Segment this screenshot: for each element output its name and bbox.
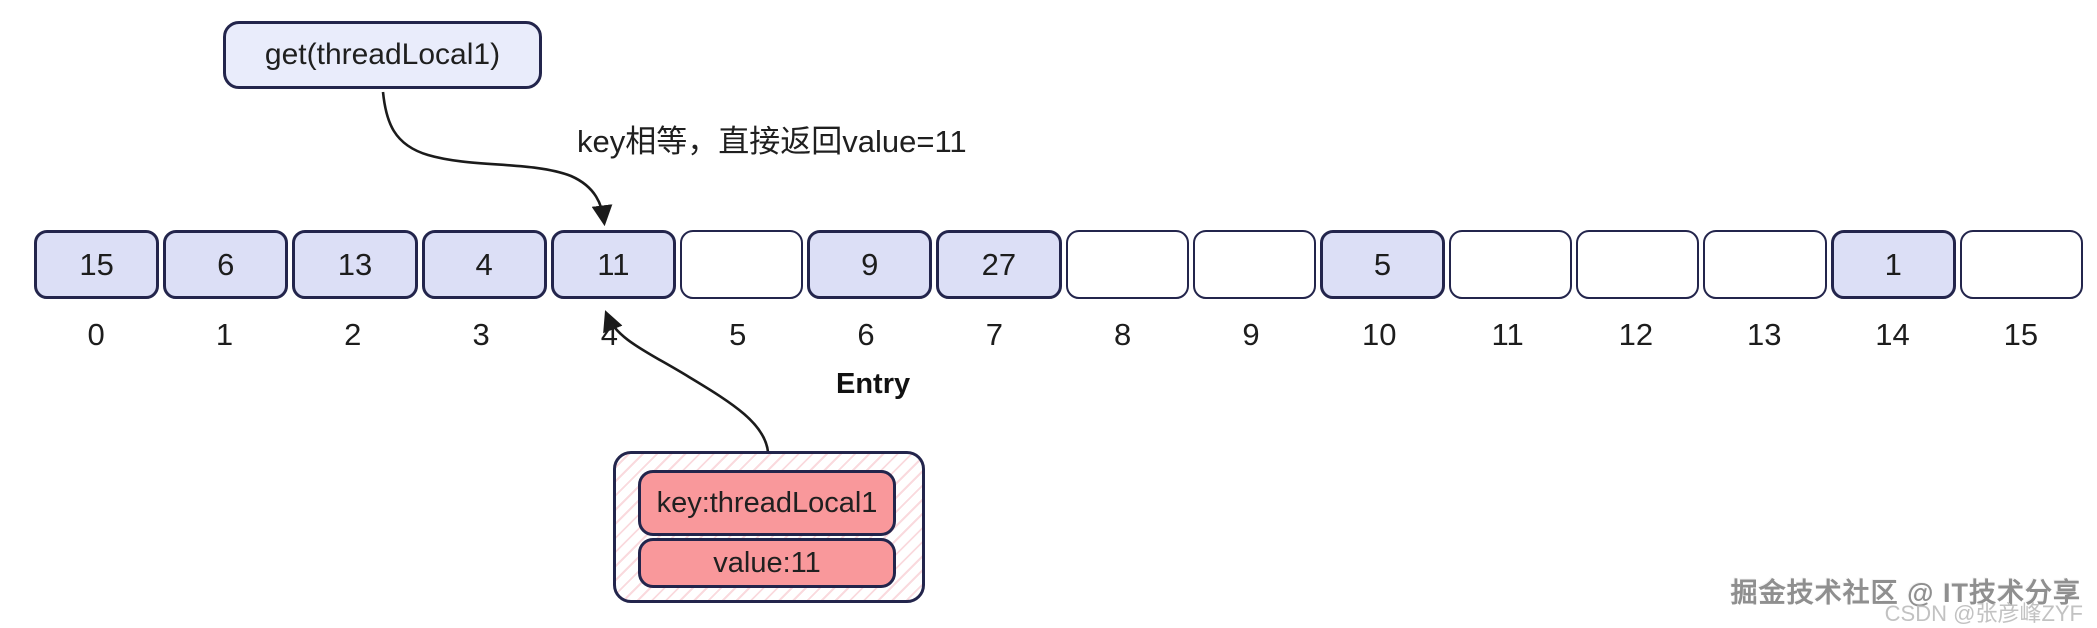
entry-key-text: key:threadLocal1 <box>656 486 878 519</box>
index-label-3: 3 <box>472 317 490 352</box>
array-cell-3: 4 <box>421 230 547 299</box>
array-cell-9 <box>1192 230 1316 299</box>
index-label-8: 8 <box>1114 317 1132 352</box>
cell-value: 13 <box>337 246 373 282</box>
cell-value: 1 <box>1884 246 1902 282</box>
get-call-label: get(threadLocal1) <box>264 38 501 71</box>
array-cell-11 <box>1449 230 1573 299</box>
index-label-15: 15 <box>2003 317 2039 352</box>
array-cell-2: 13 <box>292 230 418 299</box>
cell-value: 11 <box>597 246 630 282</box>
index-label-6: 6 <box>857 317 875 352</box>
index-label-1: 1 <box>215 317 234 352</box>
index-label-2: 2 <box>344 317 362 352</box>
array-cell-4: 11 <box>550 230 676 299</box>
annotation-text: key相等，直接返回value=11 <box>577 124 967 159</box>
index-label-13: 13 <box>1746 317 1782 352</box>
entry-key-box: key:threadLocal1 <box>638 470 896 536</box>
array-cell-15 <box>1959 230 2083 299</box>
array-cell-5 <box>679 230 804 299</box>
array-cell-10: 5 <box>1319 230 1446 299</box>
arrow-get-to-slot4 <box>381 91 613 227</box>
index-label-12: 12 <box>1618 317 1654 352</box>
cell-value: 27 <box>981 246 1017 282</box>
entry-value-box: value:11 <box>638 538 896 588</box>
get-call-box: get(threadLocal1) <box>223 21 542 89</box>
array-cell-13 <box>1703 230 1827 299</box>
index-label-9: 9 <box>1242 317 1260 352</box>
watermark-juejin: 掘金技术社区 @ IT技术分享 <box>1730 578 2081 608</box>
cell-value: 4 <box>475 246 493 282</box>
index-label-10: 10 <box>1362 317 1397 352</box>
index-label-11: 11 <box>1491 317 1524 352</box>
array-cell-8 <box>1065 230 1189 299</box>
entry-value-text: value:11 <box>713 546 821 579</box>
array-cell-6: 9 <box>807 230 933 299</box>
array-cell-14: 1 <box>1830 230 1956 299</box>
array-cell-0: 15 <box>34 230 160 299</box>
cell-value: 5 <box>1373 246 1392 282</box>
entry-label: Entry <box>836 368 911 400</box>
index-label-4: 4 <box>600 317 619 352</box>
index-label-14: 14 <box>1875 317 1910 352</box>
array-cell-12 <box>1576 230 1700 299</box>
watermark-csdn: CSDN @张彦峰ZYF <box>1884 601 2083 626</box>
array-row: 15 6 13 4 11 9 27 5 1 <box>34 230 2083 299</box>
index-label-5: 5 <box>729 317 747 352</box>
index-label-0: 0 <box>87 317 105 352</box>
cell-value: 15 <box>79 246 114 282</box>
cell-value: 6 <box>217 246 235 282</box>
array-cell-1: 6 <box>163 230 289 299</box>
cell-value: 9 <box>861 246 879 282</box>
entry-box: key:threadLocal1 value:11 <box>613 451 925 603</box>
index-label-7: 7 <box>985 317 1003 352</box>
array-cell-7: 27 <box>936 230 1062 299</box>
